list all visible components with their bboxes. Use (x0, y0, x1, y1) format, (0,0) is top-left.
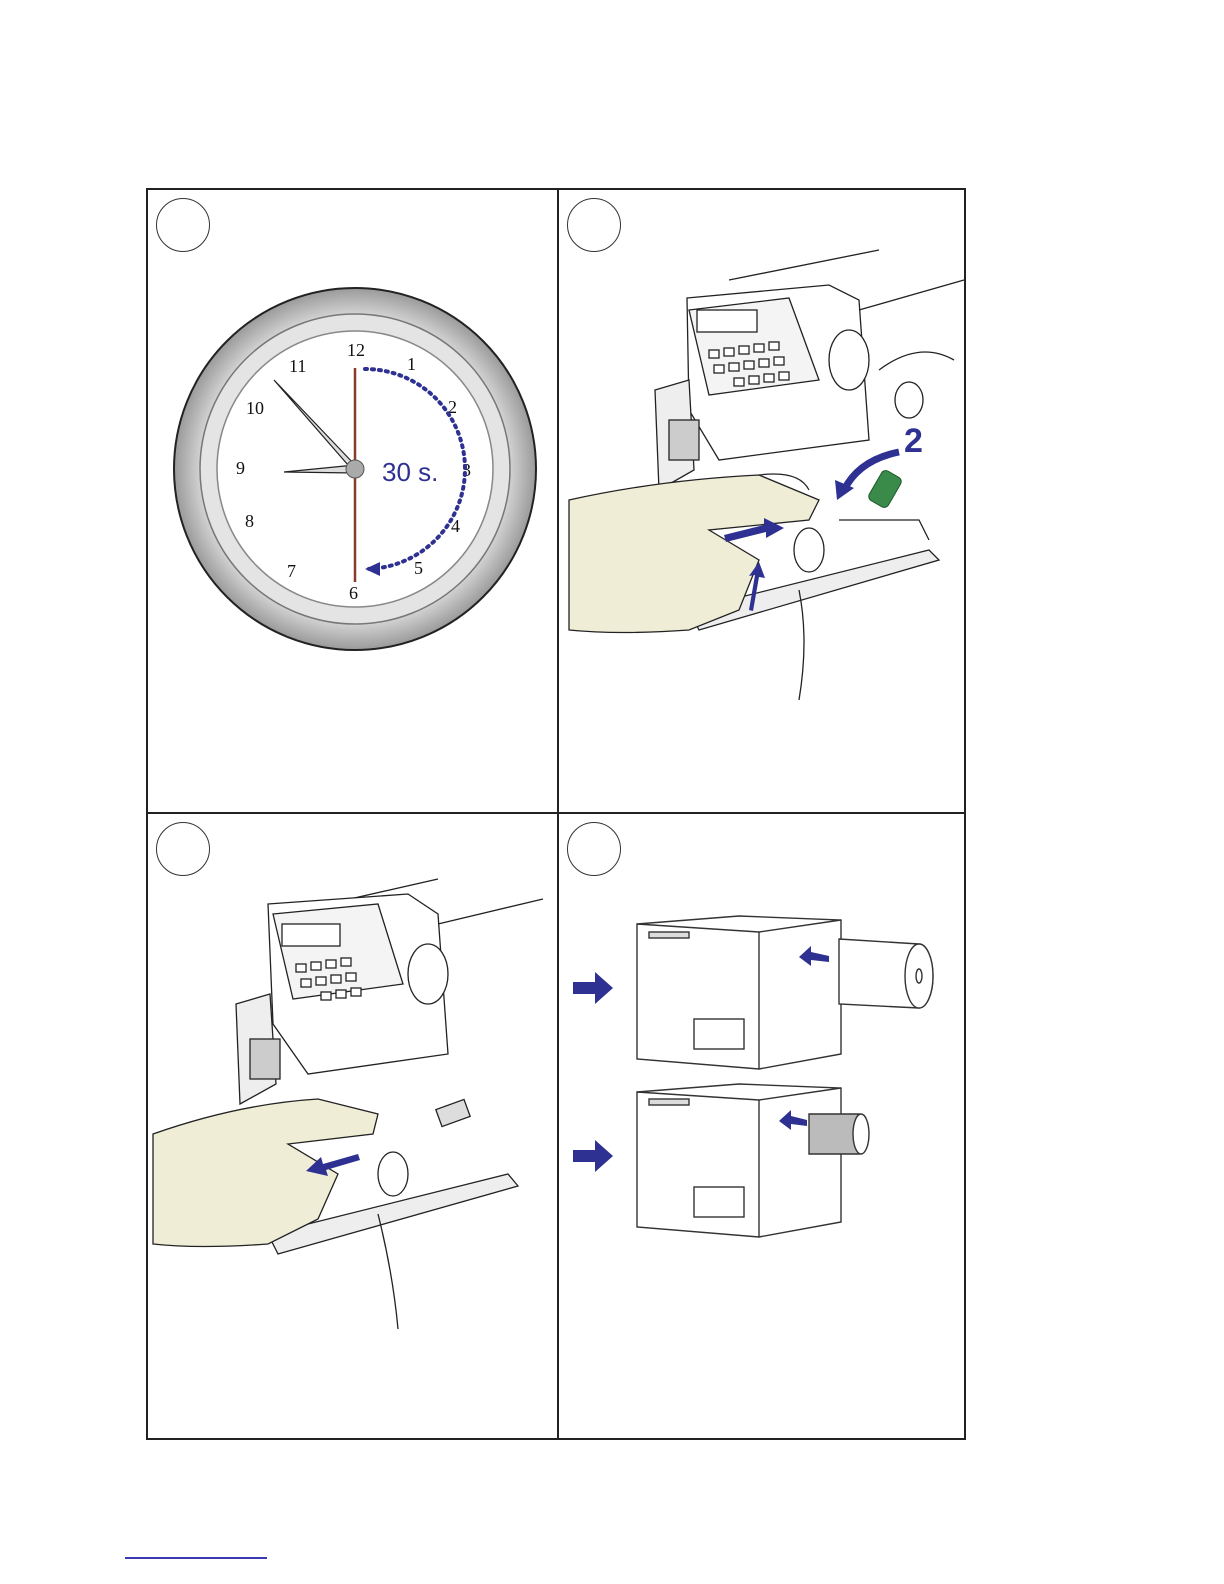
arrow-number: 2 (904, 422, 923, 460)
clock-numeral: 1 (407, 354, 416, 374)
printer-options-illustration (559, 814, 968, 1442)
panel-load-options (559, 814, 968, 1442)
instruction-grid: 12 1 2 3 4 5 6 7 8 9 10 11 30 s. (146, 188, 966, 1440)
clock-center-cap (346, 460, 364, 478)
pointer-arrow (573, 1140, 613, 1172)
clock-numeral: 11 (289, 356, 306, 376)
printer-illustration-closing (148, 814, 557, 1442)
pointer-arrow (573, 972, 613, 1004)
footer-underline (125, 1557, 267, 1559)
duration-label: 30 s. (382, 457, 438, 487)
clock-numeral: 10 (246, 398, 264, 418)
clock-numeral: 8 (245, 511, 254, 531)
clock-numeral: 7 (287, 561, 296, 581)
clock-numeral: 3 (462, 460, 471, 480)
panel-insert-media: 2 (559, 190, 968, 812)
clock-numeral: 5 (414, 558, 423, 578)
clock-illustration: 12 1 2 3 4 5 6 7 8 9 10 11 30 s. (148, 190, 557, 812)
green-lever (867, 469, 903, 509)
clock-numeral: 9 (236, 458, 245, 478)
printer-with-media-roll (637, 916, 933, 1069)
panel-wait-clock: 12 1 2 3 4 5 6 7 8 9 10 11 30 s. (148, 190, 557, 812)
panel-close-printhead (148, 814, 557, 1442)
printer-illustration-open: 2 (559, 190, 968, 812)
clock-numeral: 6 (349, 583, 358, 603)
hand (569, 475, 819, 633)
clock-numeral: 12 (347, 340, 365, 360)
printer-with-ribbon (637, 1084, 869, 1237)
